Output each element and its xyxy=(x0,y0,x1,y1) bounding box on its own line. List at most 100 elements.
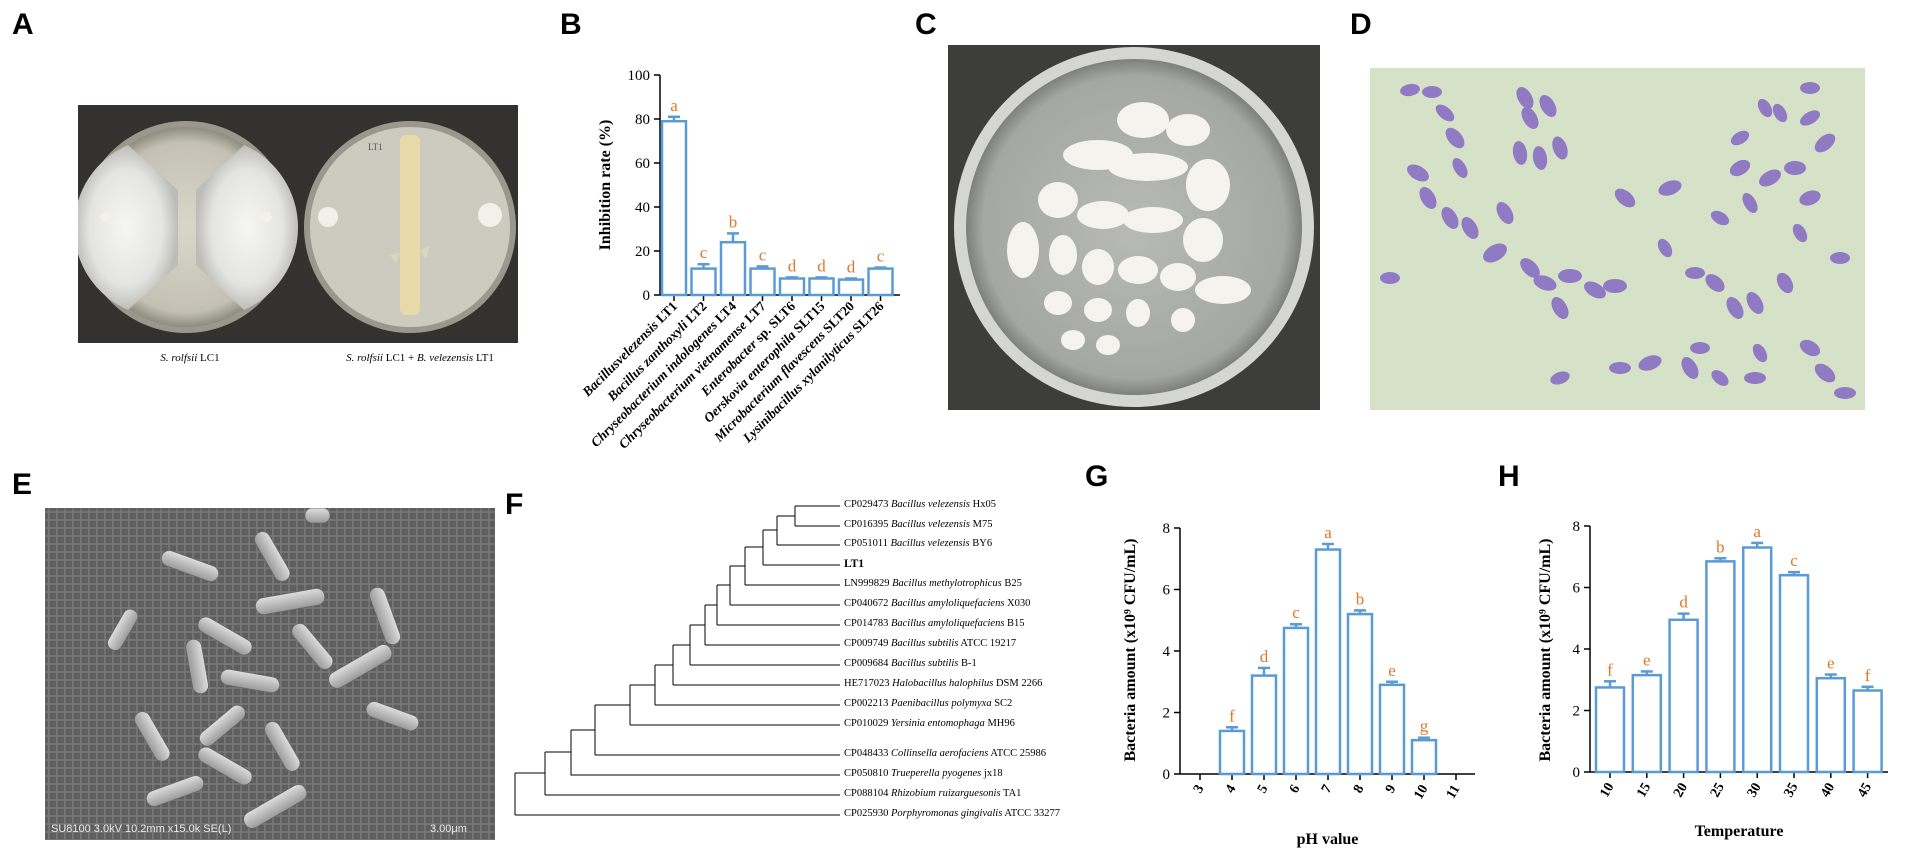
significance-letter: e xyxy=(1827,654,1835,673)
y-axis-label: Bacteria amount (x10⁹ CFU/mL) xyxy=(1122,539,1139,762)
x-tick-label: 3 xyxy=(1191,783,1207,797)
tree-taxon-label: CP010029 Yersinia entomophaga MH96 xyxy=(844,718,1015,729)
y-tick-label: 4 xyxy=(1573,642,1581,658)
x-tick-label: 9 xyxy=(1383,783,1399,797)
bar xyxy=(1705,560,1736,774)
significance-letter: f xyxy=(1607,660,1613,679)
tree-taxon-label: CP014783 Bacillus amyloliquefaciens B15 xyxy=(844,618,1025,629)
bar xyxy=(1778,573,1810,774)
significance-letter: c xyxy=(877,247,885,266)
x-axis-label: pH value xyxy=(1297,831,1359,848)
significance-letter: d xyxy=(1260,647,1269,666)
colony-plate-photo xyxy=(948,45,1320,410)
y-tick-label: 2 xyxy=(1163,706,1171,722)
y-axis-label: Inhibition rate (%) xyxy=(597,120,614,251)
panel-letter-c: C xyxy=(915,8,937,41)
x-tick-label: 11 xyxy=(1444,783,1464,802)
significance-letter: f xyxy=(1865,666,1871,685)
bar xyxy=(1741,546,1773,774)
sem-scale: 3.00μm xyxy=(430,823,467,835)
x-tick-label: 7 xyxy=(1319,783,1335,797)
x-axis-label: Temperature xyxy=(1695,823,1784,840)
panel-letter-h: H xyxy=(1498,460,1520,493)
x-tick-label: 10 xyxy=(1411,783,1431,803)
x-tick-label: 15 xyxy=(1634,781,1654,801)
bar xyxy=(1346,612,1374,776)
bar xyxy=(808,277,835,297)
y-axis-label: Bacteria amount (x10⁹ CFU/mL) xyxy=(1537,539,1554,762)
bar xyxy=(1410,738,1438,776)
tree-taxon-label: CP016395 Bacillus velezensis M75 xyxy=(844,519,993,530)
x-tick-label: 8 xyxy=(1351,783,1367,797)
tree-taxon-label: CP002213 Paenibacillus polymyxa SC2 xyxy=(844,698,1013,709)
x-tick-label: 6 xyxy=(1287,783,1303,797)
bar xyxy=(1594,686,1626,774)
significance-letter: g xyxy=(1420,717,1429,736)
bar xyxy=(719,240,747,297)
y-tick-label: 20 xyxy=(635,244,650,260)
panel-letter-b: B xyxy=(560,8,582,41)
significance-letter: f xyxy=(1229,706,1235,725)
significance-letter: a xyxy=(1324,523,1332,542)
y-tick-label: 80 xyxy=(635,112,650,128)
bar xyxy=(837,278,865,297)
panel-letter-f: F xyxy=(505,488,524,521)
panel-letter-g: G xyxy=(1085,460,1109,493)
significance-letter: a xyxy=(1753,522,1761,541)
significance-letter: d xyxy=(788,256,797,275)
bar xyxy=(1378,683,1406,776)
y-tick-label: 4 xyxy=(1163,644,1171,660)
significance-letter: e xyxy=(1643,650,1651,669)
bar xyxy=(660,119,688,297)
gram-stain-micrograph xyxy=(1370,68,1865,410)
significance-letter: a xyxy=(670,96,678,115)
sem-info: SU8100 3.0kV 10.2mm x15.0k SE(L) xyxy=(51,823,232,835)
bar xyxy=(1282,626,1310,776)
significance-letter: b xyxy=(1356,589,1365,608)
tree-taxon-label: CP009749 Bacillus subtilis ATCC 19217 xyxy=(844,638,1017,649)
x-tick-label: 35 xyxy=(1781,781,1801,801)
x-tick-label: 40 xyxy=(1818,781,1838,801)
y-tick-label: 8 xyxy=(1573,519,1581,535)
panel-letter-e: E xyxy=(12,468,33,501)
significance-letter: d xyxy=(847,258,856,277)
tree-taxon-label: HE717023 Halobacillus halophilus DSM 226… xyxy=(844,678,1043,689)
bar xyxy=(1250,674,1278,776)
caption-control: S. rolfsii LC1 xyxy=(160,352,220,364)
tree-taxon-label: CP051011 Bacillus velezensis BY6 xyxy=(844,538,993,549)
x-tick-label: 5 xyxy=(1255,783,1271,797)
bar xyxy=(867,267,894,297)
y-tick-label: 2 xyxy=(1573,704,1581,720)
svg-text:LT1: LT1 xyxy=(368,142,383,152)
significance-letter: d xyxy=(1679,593,1688,612)
tree-taxon-label: CP029473 Bacillus velezensis Hx05 xyxy=(844,499,996,510)
x-tick-label: 45 xyxy=(1855,781,1875,801)
tree-taxon-label: CP025930 Porphyromonas gingivalis ATCC 3… xyxy=(844,808,1061,819)
significance-letter: b xyxy=(1716,537,1725,556)
y-tick-label: 40 xyxy=(635,200,650,216)
significance-letter: c xyxy=(759,245,767,264)
y-tick-label: 0 xyxy=(643,288,651,304)
bar xyxy=(1218,729,1246,776)
x-tick-label: 25 xyxy=(1708,781,1728,801)
panel-letter-d: D xyxy=(1350,8,1372,41)
bar xyxy=(1631,673,1663,774)
dual-culture-photo: LT1 xyxy=(78,105,518,343)
x-tick-label: 4 xyxy=(1223,783,1239,797)
panel-letter-a: A xyxy=(12,8,34,41)
tree-taxon-label: LN999829 Bacillus methylotrophicus B25 xyxy=(844,578,1022,589)
significance-letter: c xyxy=(1790,551,1798,570)
bar xyxy=(749,267,776,297)
tree-taxon-label: LT1 xyxy=(844,558,865,570)
bar xyxy=(778,277,806,297)
sem-micrograph: SU8100 3.0kV 10.2mm x15.0k SE(L) 3.00μm xyxy=(45,508,495,840)
significance-letter: b xyxy=(729,212,738,231)
y-tick-label: 6 xyxy=(1573,581,1581,597)
tree-taxon-label: CP040672 Bacillus amyloliquefaciens X030 xyxy=(844,598,1031,609)
